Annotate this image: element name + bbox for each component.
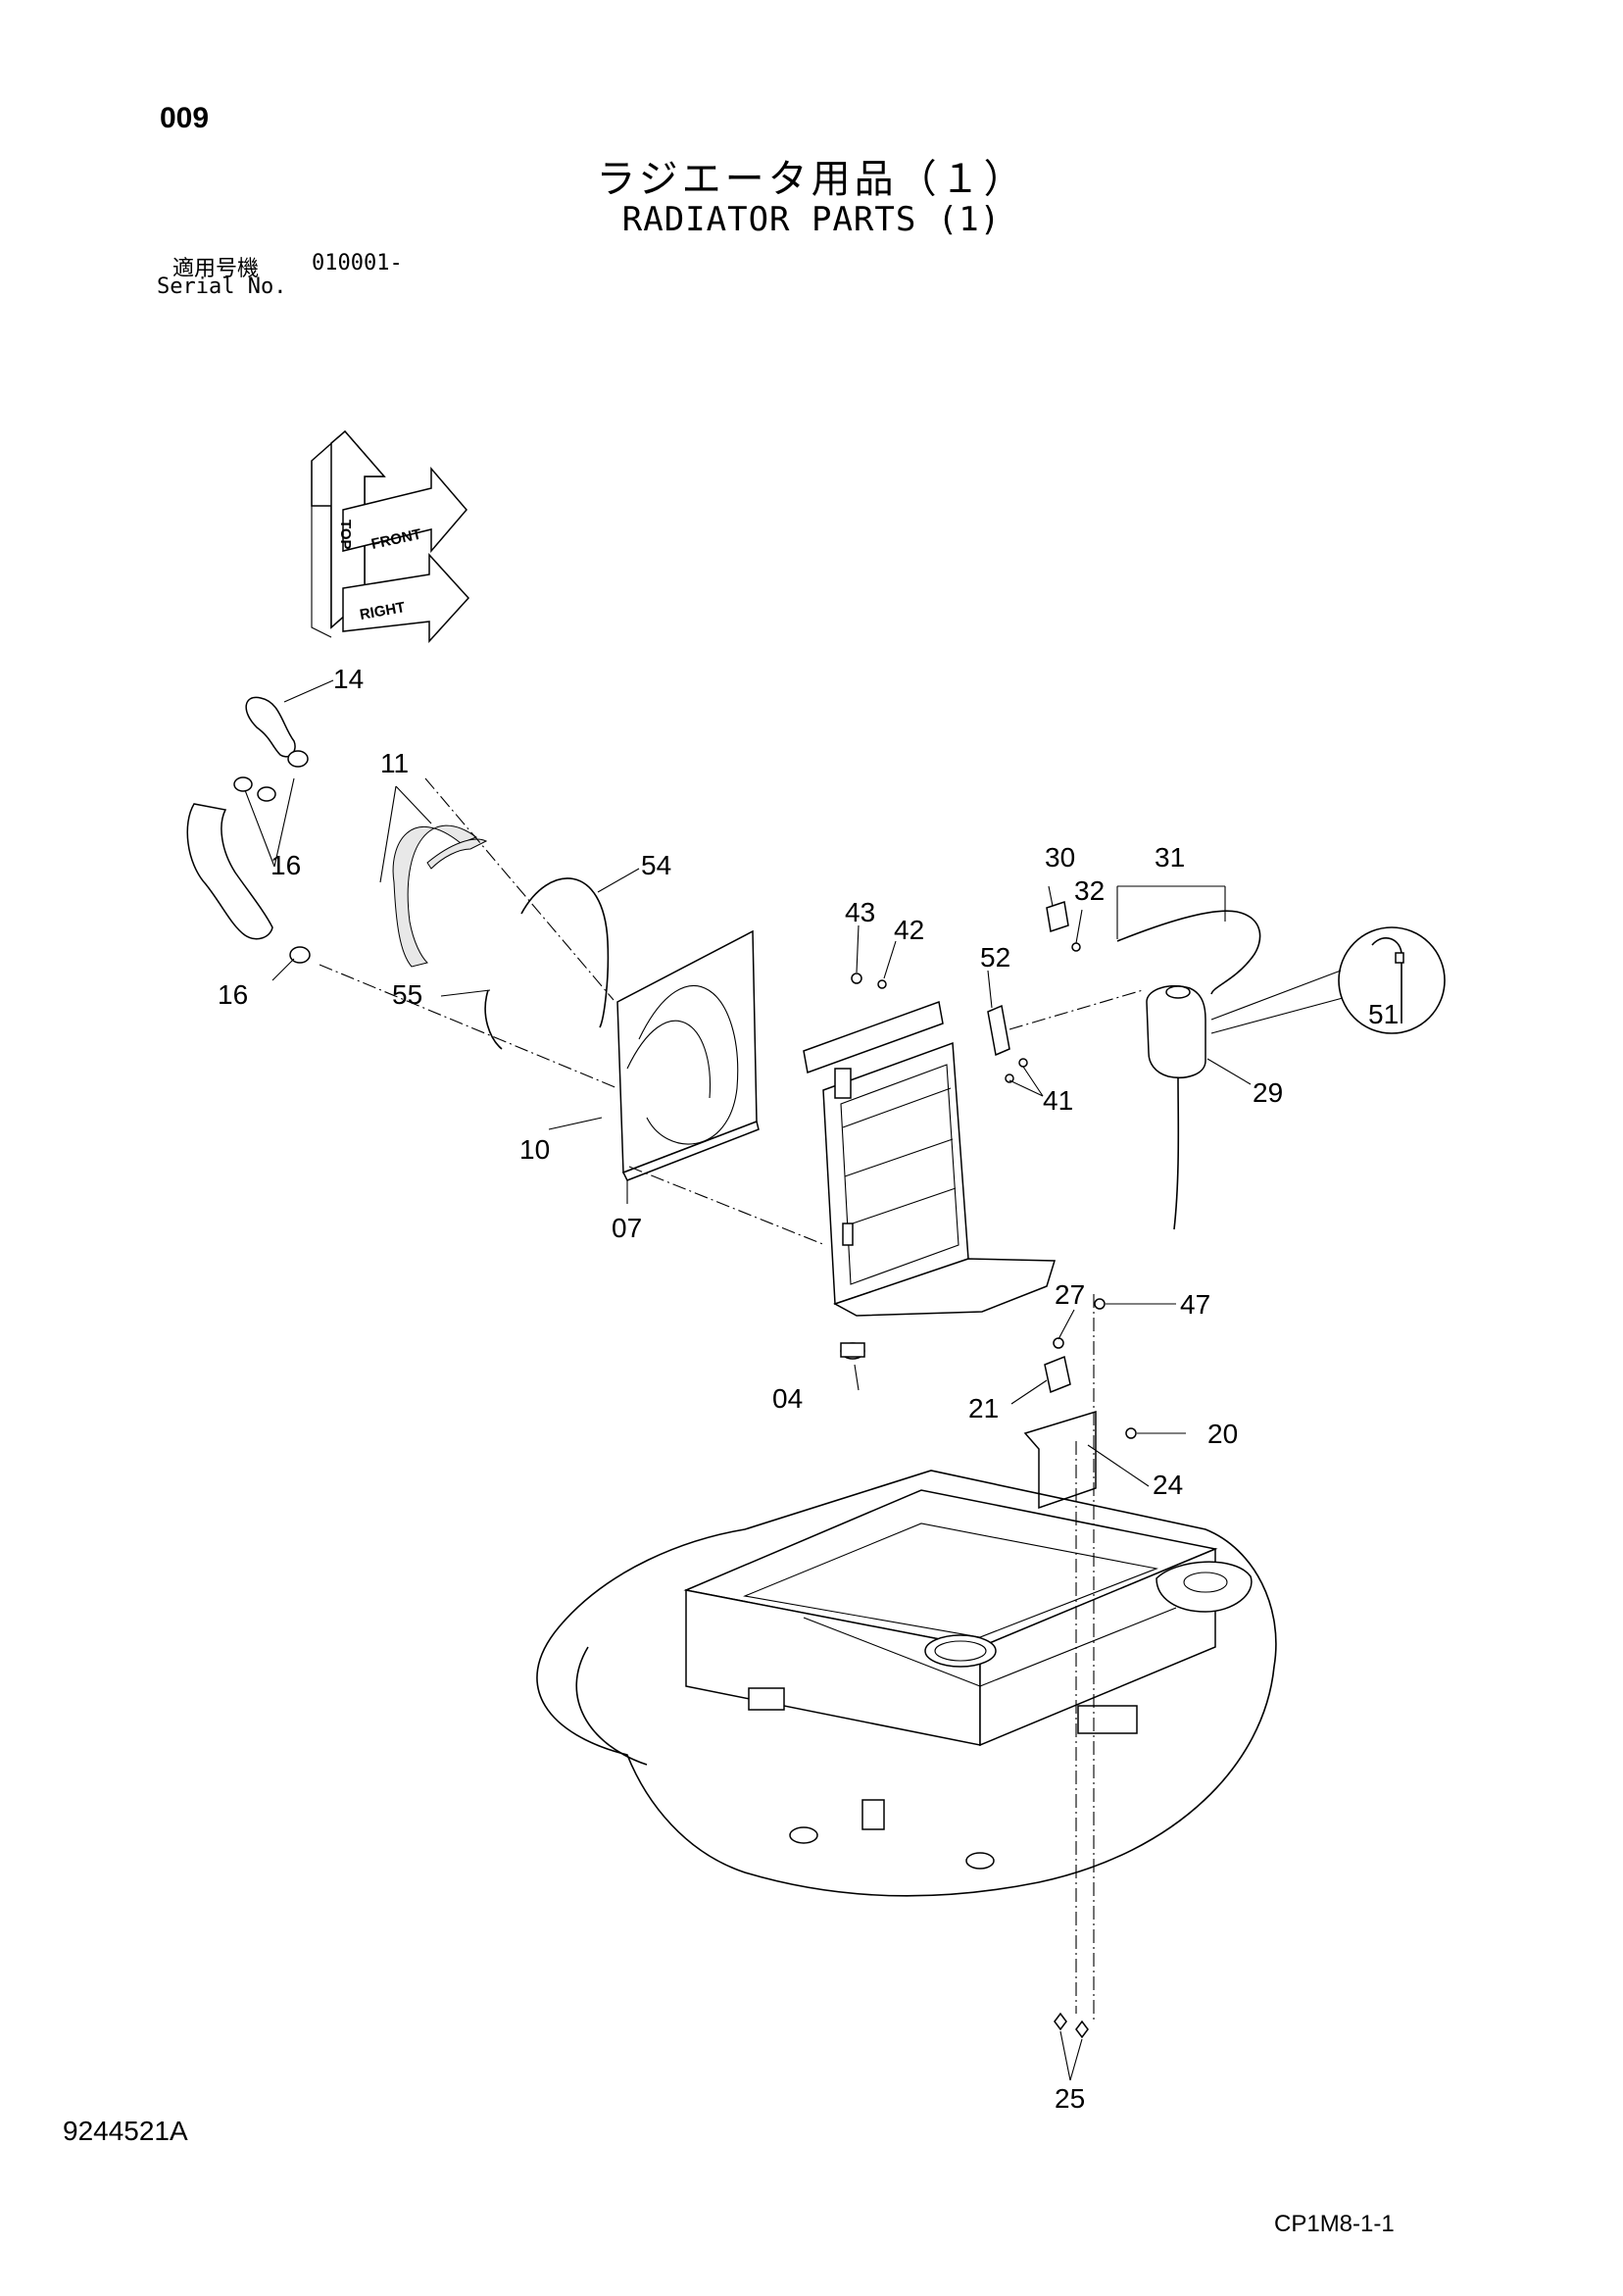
- callout-16-lower: 16: [218, 979, 248, 1010]
- callout-16-upper: 16: [270, 850, 301, 880]
- upper-hose: [233, 696, 309, 802]
- callout-20: 20: [1207, 1419, 1238, 1449]
- callout-54: 54: [641, 850, 671, 880]
- bolt-41b: [1005, 1073, 1014, 1083]
- lower-bracket: [1023, 1298, 1137, 1510]
- orientation-top-label: TOP: [337, 520, 354, 550]
- callout-47: 47: [1180, 1289, 1210, 1320]
- page-code: CP1M8-1-1: [1274, 2211, 1395, 2237]
- clip-30: [1046, 901, 1069, 932]
- callout-32: 32: [1074, 875, 1105, 906]
- callout-27: 27: [1055, 1279, 1085, 1310]
- leader-lines: [244, 679, 1252, 2081]
- callout-55: 55: [392, 979, 422, 1010]
- callout-52: 52: [980, 942, 1010, 973]
- detail-leader-a: [1210, 970, 1342, 1021]
- callout-24: 24: [1153, 1470, 1183, 1500]
- document-id: 9244521A: [63, 2116, 188, 2146]
- fan-ring: [392, 824, 488, 968]
- bolt-42: [877, 979, 887, 989]
- callout-42: 42: [894, 915, 924, 945]
- detail-clip: [1395, 952, 1404, 964]
- seal-strip-55: [484, 989, 503, 1050]
- serial-value: 010001-: [312, 251, 403, 275]
- revolving-frame: [536, 1470, 1277, 1897]
- fan-shroud: [616, 929, 760, 1181]
- orientation-indicator: TOP FRONT RIGHT: [311, 429, 470, 643]
- callout-labels: 14 11 16 54 16 55 10 07 43 42 52 41 30 3…: [218, 664, 1399, 2114]
- title-japanese: ラジエータ用品（１）: [596, 157, 1027, 202]
- detail-leader-b: [1210, 997, 1344, 1034]
- grommet-43: [851, 973, 862, 984]
- callout-14: 14: [333, 664, 364, 694]
- callout-07: 07: [612, 1213, 642, 1243]
- bracket-52: [987, 1004, 1010, 1057]
- reserve-tank: [1146, 984, 1206, 1230]
- bolt-32: [1071, 942, 1081, 952]
- seal-strip-54: [520, 877, 610, 1028]
- title-english: RADIATOR PARTS (1): [621, 200, 1002, 239]
- mount-rubber-body: [840, 1342, 865, 1358]
- lower-hose: [186, 803, 311, 964]
- page-number: 009: [160, 102, 210, 134]
- callout-25: 25: [1055, 2083, 1085, 2114]
- callout-41: 41: [1043, 1085, 1073, 1116]
- callout-51: 51: [1368, 999, 1399, 1029]
- callout-10: 10: [519, 1134, 550, 1165]
- serial-label-japanese: 適用号機: [172, 257, 260, 281]
- callout-31: 31: [1155, 842, 1185, 873]
- callout-04: 04: [772, 1383, 803, 1414]
- detail-circle-51: [1338, 926, 1446, 1034]
- serial-label-english: Serial No.: [157, 275, 287, 299]
- callout-30: 30: [1045, 842, 1075, 873]
- callout-11: 11: [380, 748, 409, 778]
- overflow-hose-31: [1116, 910, 1261, 995]
- bolt-41a: [1018, 1058, 1028, 1068]
- radiator: [803, 1000, 1057, 1317]
- callout-21: 21: [968, 1393, 999, 1423]
- phantom-lines: [319, 777, 1144, 2023]
- callout-43: 43: [845, 897, 875, 927]
- bolts-25: [1054, 2012, 1089, 2039]
- callout-29: 29: [1253, 1077, 1283, 1108]
